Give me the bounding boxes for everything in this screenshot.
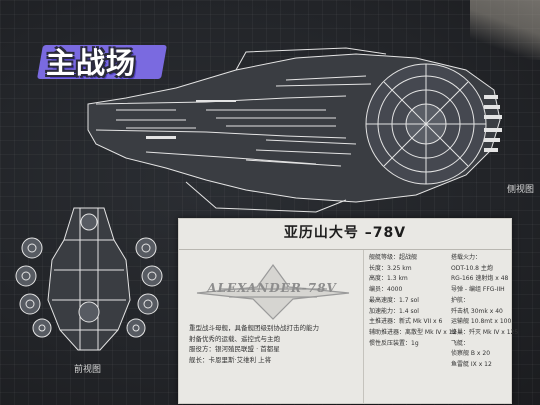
side-view-caption: 侧视图 [507, 185, 535, 195]
ship-description: 重型战斗母舰，具备舰团级别协战打击的能力 射备优秀的运载、遥控式与主炮 服役方：… [189, 323, 361, 365]
armament-item: ODT-10.8 主炮 [451, 264, 493, 272]
description-line: 服役方：银河殖民联盟 · 首都星 [189, 345, 280, 353]
spec-item: 主推进器：新式 Mk VII x 6 [369, 318, 443, 326]
armament-item: 导弹 - 编组 FFG-IIH [451, 286, 505, 294]
emblem-text: ALEXANDER-78V [207, 281, 337, 295]
ship-name: 亚历山大号 –78V [283, 225, 407, 241]
badge-title: 主战场 [46, 46, 137, 80]
spec-item: 高度：1.3 km [369, 275, 408, 283]
armament-item: 侦察舰 B x 20 [451, 350, 491, 358]
paper-edge [470, 0, 540, 60]
ship-emblem [196, 263, 350, 320]
spec-item: 加速能力：1.4 sol [369, 307, 419, 315]
description-line: 射备优秀的运载、遥控式与主炮 [189, 334, 280, 343]
title-badge: 主战场 [34, 38, 167, 80]
armament-item: 护航： [451, 296, 470, 304]
spec-item: 惯性反压装置：1g [369, 339, 419, 347]
description-line: 重型战斗母舰，具备舰团级别协战打击的能力 [189, 324, 319, 332]
armament-item: 飞艇： [451, 339, 470, 347]
spec-item: 长度：3.25 km [369, 264, 412, 272]
armament-item: RG-166 速射炮 x 48 [451, 275, 509, 283]
armament-item: 鱼雷艇 IX x 12 [451, 361, 492, 369]
spec-item: 辅助推进器：离散型 Mk IV x 12 [369, 328, 457, 336]
armament-item: 搭载火力： [451, 254, 482, 261]
description-line: 舰长：卡恩里斯·艾维利 上将 [189, 355, 272, 364]
spec-item: 舰艇等级：超战舰 [369, 254, 418, 261]
spec-item: 最高速度：1.7 sol [369, 296, 419, 304]
spec-card: 亚历山大号 –78V ALEXANDER-78V 重型战斗母舰，具备舰团级别协战… [178, 218, 519, 404]
armament-item: 运输舰 10.8mt x 100 [451, 318, 512, 326]
armament-item: 歼击机 30mk x 40 [451, 307, 503, 315]
card-column-divider [363, 250, 364, 403]
armament-list: 搭载火力： ODT-10.8 主炮 RG-166 速射炮 x 48 导弹 - 编… [451, 253, 519, 371]
card-divider [179, 249, 511, 250]
front-view-caption: 前视图 [74, 365, 102, 375]
ship-front-view [15, 207, 163, 351]
spec-list: 舰艇等级：超战舰 长度：3.25 km 高度：1.3 km 编员：4000 最高… [369, 253, 469, 349]
armament-item: 蜂巢：歼灭 Mk IV x 125 [451, 328, 519, 336]
spec-item: 编员：4000 [369, 286, 403, 294]
ship-side-view [87, 47, 502, 213]
